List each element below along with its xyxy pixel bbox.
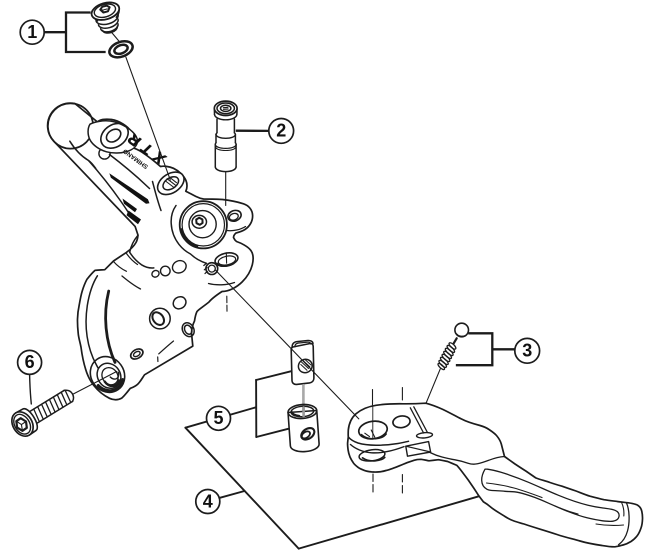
svg-text:1: 1 bbox=[27, 22, 37, 42]
svg-text:4: 4 bbox=[203, 491, 213, 511]
svg-text:2: 2 bbox=[276, 121, 286, 141]
svg-text:6: 6 bbox=[25, 352, 35, 372]
svg-text:3: 3 bbox=[522, 341, 532, 361]
svg-text:5: 5 bbox=[213, 408, 223, 428]
